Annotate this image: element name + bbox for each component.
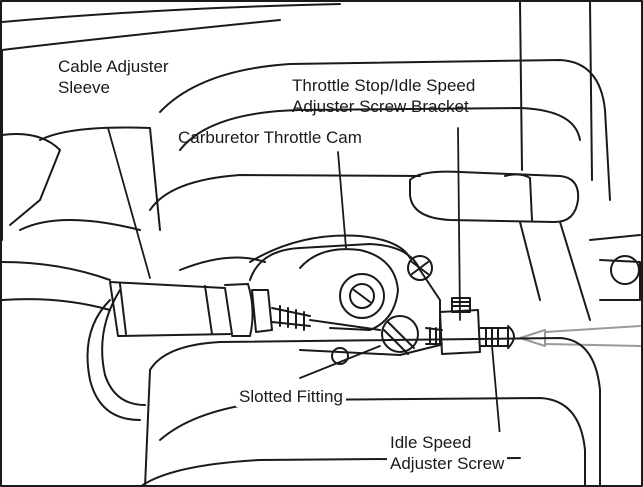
sleeve-nut [251, 289, 273, 333]
cable-loop [86, 299, 141, 421]
sleeve-cap [224, 283, 254, 337]
leader-throttle-stop-bracket [457, 127, 461, 321]
leader-cable-adjuster-sleeve [107, 127, 151, 279]
label-slotted-fitting: Slotted Fitting [236, 386, 346, 407]
lower-screw [331, 347, 349, 365]
right-knob [610, 255, 640, 285]
mounting-screw [407, 255, 433, 281]
upper-panel [39, 126, 161, 231]
leader-carburetor-throttle-cam [337, 151, 347, 249]
sleeve-flat [119, 283, 213, 335]
slotted-fitting-ring [381, 315, 419, 353]
cam-pivot-slot [353, 289, 371, 303]
bracket-thread-left [425, 327, 443, 345]
label-cable-adjuster-sleeve: Cable Adjuster Sleeve [58, 57, 169, 97]
air-box-side [144, 369, 151, 487]
upper-housing [1, 3, 341, 241]
mounting-screw-slot [411, 261, 429, 275]
cam-pivot-inner [349, 283, 375, 309]
cowl-inner [179, 107, 581, 151]
inner-wire [309, 319, 381, 331]
leader-slotted-fitting [299, 345, 381, 379]
label-carburetor-throttle-cam: Carburetor Throttle Cam [178, 128, 362, 147]
slotted-fitting-slot [383, 321, 415, 355]
right-stop [589, 234, 641, 301]
throttle-cam-plate [299, 248, 399, 331]
label-throttle-stop-bracket: Throttle Stop/Idle Speed Adjuster Screw … [292, 76, 476, 116]
intake-bore [179, 256, 266, 271]
upper-panel-2 [19, 219, 141, 231]
lever-arm [519, 221, 591, 321]
carburetor-top [249, 234, 411, 263]
air-box-inner [159, 397, 586, 487]
bracket-top-screw [451, 297, 471, 313]
air-box-outer [149, 337, 601, 487]
cable-outer [1, 261, 111, 311]
sleeve-thread [271, 305, 311, 331]
cowl-shell [159, 59, 611, 201]
adjuster-sleeve [109, 281, 233, 337]
cam-pivot-outer [339, 273, 385, 319]
screwdriver [519, 325, 641, 347]
leader-idle-speed-adjuster-screw [491, 345, 501, 437]
label-idle-speed-adjuster-screw: Idle Speed Adjuster Screw [387, 432, 508, 474]
right-post [519, 1, 593, 181]
cowl-rim [149, 174, 421, 211]
throttle-lever [409, 170, 580, 223]
idle-screw-head [507, 325, 515, 349]
cable-loop-2 [101, 289, 146, 406]
left-housing [1, 133, 61, 226]
lever-cap [504, 173, 533, 221]
idle-screw-shaft [479, 327, 509, 347]
air-box-lip [139, 457, 521, 487]
